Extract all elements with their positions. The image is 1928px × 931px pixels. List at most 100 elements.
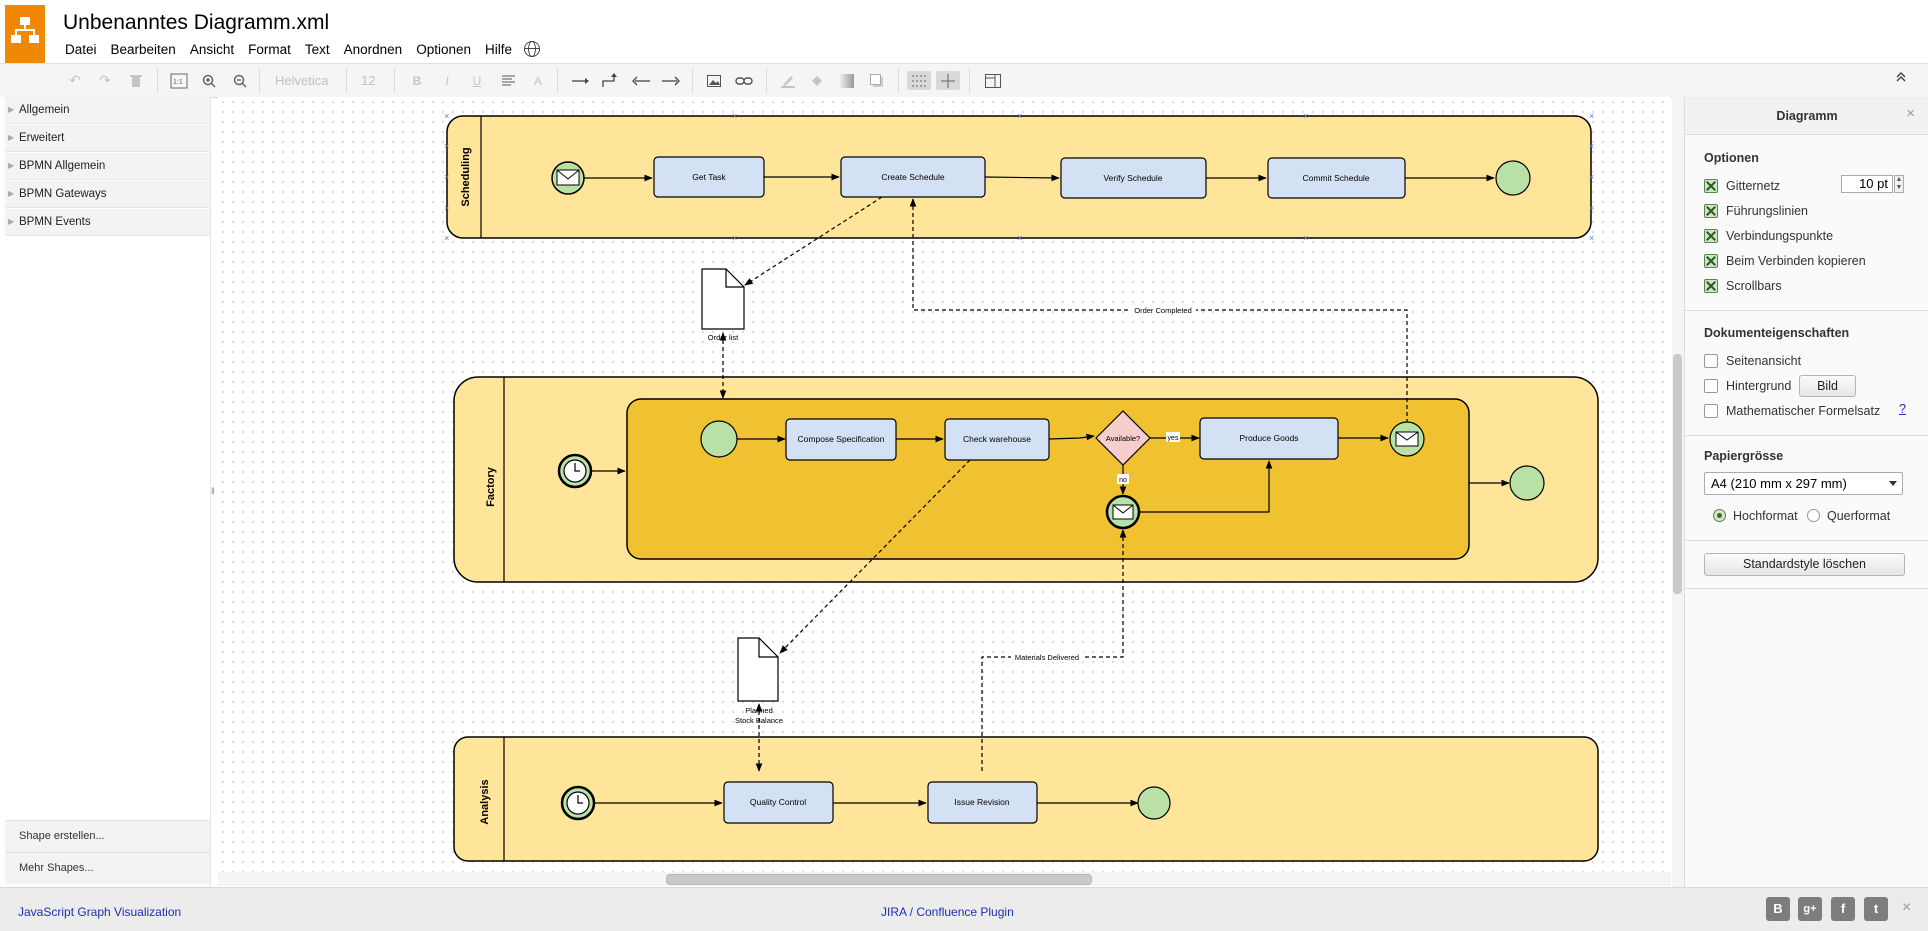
bold-icon[interactable]: B [412, 73, 422, 88]
flow-edge[interactable] [1048, 433, 1095, 441]
bpmn-diagram[interactable]: Scheduling Factory Analysis ××××× ×× ×××… [218, 97, 1671, 872]
task-compose-specification[interactable]: Compose Specification [785, 418, 897, 461]
flow-edge[interactable] [1139, 460, 1273, 513]
delete-icon[interactable] [127, 71, 145, 90]
subprocess-start-event[interactable] [700, 420, 738, 458]
shadow-icon[interactable] [868, 71, 886, 90]
reset-default-style-button[interactable]: Standardstyle löschen [1704, 553, 1905, 576]
data-association-edge[interactable] [779, 459, 971, 654]
zoom-in-icon[interactable] [200, 71, 218, 90]
blogger-icon[interactable]: B [1766, 897, 1790, 921]
checkbox-checked[interactable] [1704, 204, 1718, 218]
connector-straight-icon[interactable] [571, 71, 591, 90]
task-commit-schedule[interactable]: Commit Schedule [1267, 157, 1406, 199]
menu-hilfe[interactable]: Hilfe [485, 41, 513, 57]
menu-anordnen[interactable]: Anordnen [343, 41, 403, 57]
insert-link-icon[interactable] [734, 71, 754, 90]
close-panel-icon[interactable]: × [1906, 105, 1915, 122]
start-message-event-scheduling[interactable] [551, 161, 585, 195]
insert-image-icon[interactable] [705, 71, 723, 90]
more-shapes-button[interactable]: Mehr Shapes... [5, 852, 210, 884]
document-order-list[interactable]: Order list [701, 268, 745, 342]
end-event-analysis[interactable] [1137, 786, 1171, 820]
underline-icon[interactable]: U [472, 73, 482, 88]
checkbox-unchecked[interactable] [1704, 379, 1718, 393]
menu-bearbeiten[interactable]: Bearbeiten [110, 41, 176, 57]
collapse-header-icon[interactable] [1895, 70, 1907, 86]
sidebar-resize-handle[interactable]: ‖ [211, 486, 215, 496]
task-check-warehouse[interactable]: Check warehouse [944, 418, 1050, 461]
actual-size-icon[interactable]: 1:1 [169, 71, 189, 90]
connector-orthogonal-icon[interactable] [601, 71, 621, 90]
checkbox-checked[interactable] [1704, 179, 1718, 193]
font-family-select[interactable]: Helvetica [275, 73, 329, 88]
horizontal-scroll-thumb[interactable] [666, 874, 1092, 885]
checkbox-checked[interactable] [1704, 279, 1718, 293]
arrow-end-icon[interactable] [661, 71, 681, 90]
background-image-button[interactable]: Bild [1799, 375, 1856, 397]
menu-ansicht[interactable]: Ansicht [189, 41, 235, 57]
close-footer-icon[interactable]: × [1902, 899, 1912, 916]
app-logo[interactable] [5, 5, 45, 63]
message-catch-event[interactable] [1105, 494, 1141, 530]
paper-size-select[interactable]: A4 (210 mm x 297 mm) [1704, 472, 1903, 495]
font-size-input[interactable]: 12 [361, 73, 376, 88]
create-shape-button[interactable]: Shape erstellen... [5, 820, 210, 852]
radio-unselected[interactable] [1807, 509, 1820, 522]
timer-start-event-analysis[interactable] [560, 785, 596, 821]
grid-toggle-icon[interactable] [907, 71, 931, 90]
undo-icon[interactable]: ↶ [69, 72, 81, 88]
checkbox-checked[interactable] [1704, 229, 1718, 243]
font-color-icon[interactable]: A [533, 73, 542, 88]
jira-confluence-plugin-link[interactable]: JIRA / Confluence Plugin [881, 905, 1014, 919]
sidebar-category-allgemein[interactable]: ▶Allgemein [5, 97, 210, 124]
flow-edge[interactable] [984, 174, 1060, 182]
task-quality-control[interactable]: Quality Control [723, 781, 834, 824]
task-verify-schedule[interactable]: Verify Schedule [1060, 157, 1207, 199]
tab-diagramm[interactable]: Diagramm × [1685, 97, 1928, 135]
fill-color-icon[interactable] [808, 71, 826, 90]
sidebar-category-bpmn-allgemein[interactable]: ▶BPMN Allgemein [5, 153, 210, 180]
language-globe-icon[interactable] [524, 41, 541, 57]
end-event-factory[interactable] [1509, 465, 1545, 501]
checkbox-unchecked[interactable] [1704, 404, 1718, 418]
data-association-edge[interactable] [744, 196, 883, 286]
menu-optionen[interactable]: Optionen [416, 41, 471, 57]
graph-visualization-link[interactable]: JavaScript Graph Visualization [18, 905, 182, 919]
sidebar-category-bpmn-gateways[interactable]: ▶BPMN Gateways [5, 181, 210, 208]
gradient-icon[interactable] [838, 71, 856, 90]
menu-text[interactable]: Text [304, 41, 330, 57]
timer-start-event-factory[interactable] [557, 453, 593, 489]
italic-icon[interactable]: I [445, 73, 449, 88]
google-plus-icon[interactable]: g+ [1798, 897, 1822, 921]
message-end-event-factory[interactable] [1389, 421, 1425, 457]
task-produce-goods[interactable]: Produce Goods [1199, 417, 1339, 460]
task-create-schedule[interactable]: Create Schedule [840, 156, 986, 198]
guides-toggle-icon[interactable] [936, 71, 960, 90]
math-help-link[interactable]: ? [1899, 402, 1906, 416]
align-icon[interactable] [499, 71, 517, 90]
line-color-icon[interactable] [779, 71, 797, 90]
arrow-start-icon[interactable] [631, 71, 651, 90]
menu-datei[interactable]: Datei [65, 41, 97, 57]
sidebar-category-bpmn-events[interactable]: ▶BPMN Events [5, 209, 210, 236]
selection-handles[interactable]: ××××× ×× ××××× ×××× [444, 111, 1594, 243]
end-event-scheduling[interactable] [1495, 160, 1531, 196]
zoom-out-icon[interactable] [231, 71, 249, 90]
task-issue-revision[interactable]: Issue Revision [927, 781, 1038, 824]
redo-icon[interactable]: ↷ [99, 72, 111, 88]
sidebar-category-erweitert[interactable]: ▶Erweitert [5, 125, 210, 152]
radio-selected[interactable] [1713, 509, 1726, 522]
vertical-scroll-thumb[interactable] [1673, 354, 1682, 594]
facebook-icon[interactable]: f [1831, 897, 1855, 921]
task-get-task[interactable]: Get Task [653, 156, 765, 198]
twitter-icon[interactable]: t [1864, 897, 1888, 921]
document-title[interactable]: Unbenanntes Diagramm.xml [63, 11, 330, 34]
checkbox-unchecked[interactable] [1704, 354, 1718, 368]
menu-format[interactable]: Format [248, 41, 291, 57]
format-panel-toggle-icon[interactable] [983, 71, 1003, 90]
grid-size-input[interactable]: 10 pt [1841, 175, 1893, 193]
grid-size-spinner[interactable]: ▲▼ [1894, 175, 1904, 193]
checkbox-checked[interactable] [1704, 254, 1718, 268]
diagram-canvas[interactable]: Scheduling Factory Analysis ××××× ×× ×××… [218, 97, 1671, 872]
